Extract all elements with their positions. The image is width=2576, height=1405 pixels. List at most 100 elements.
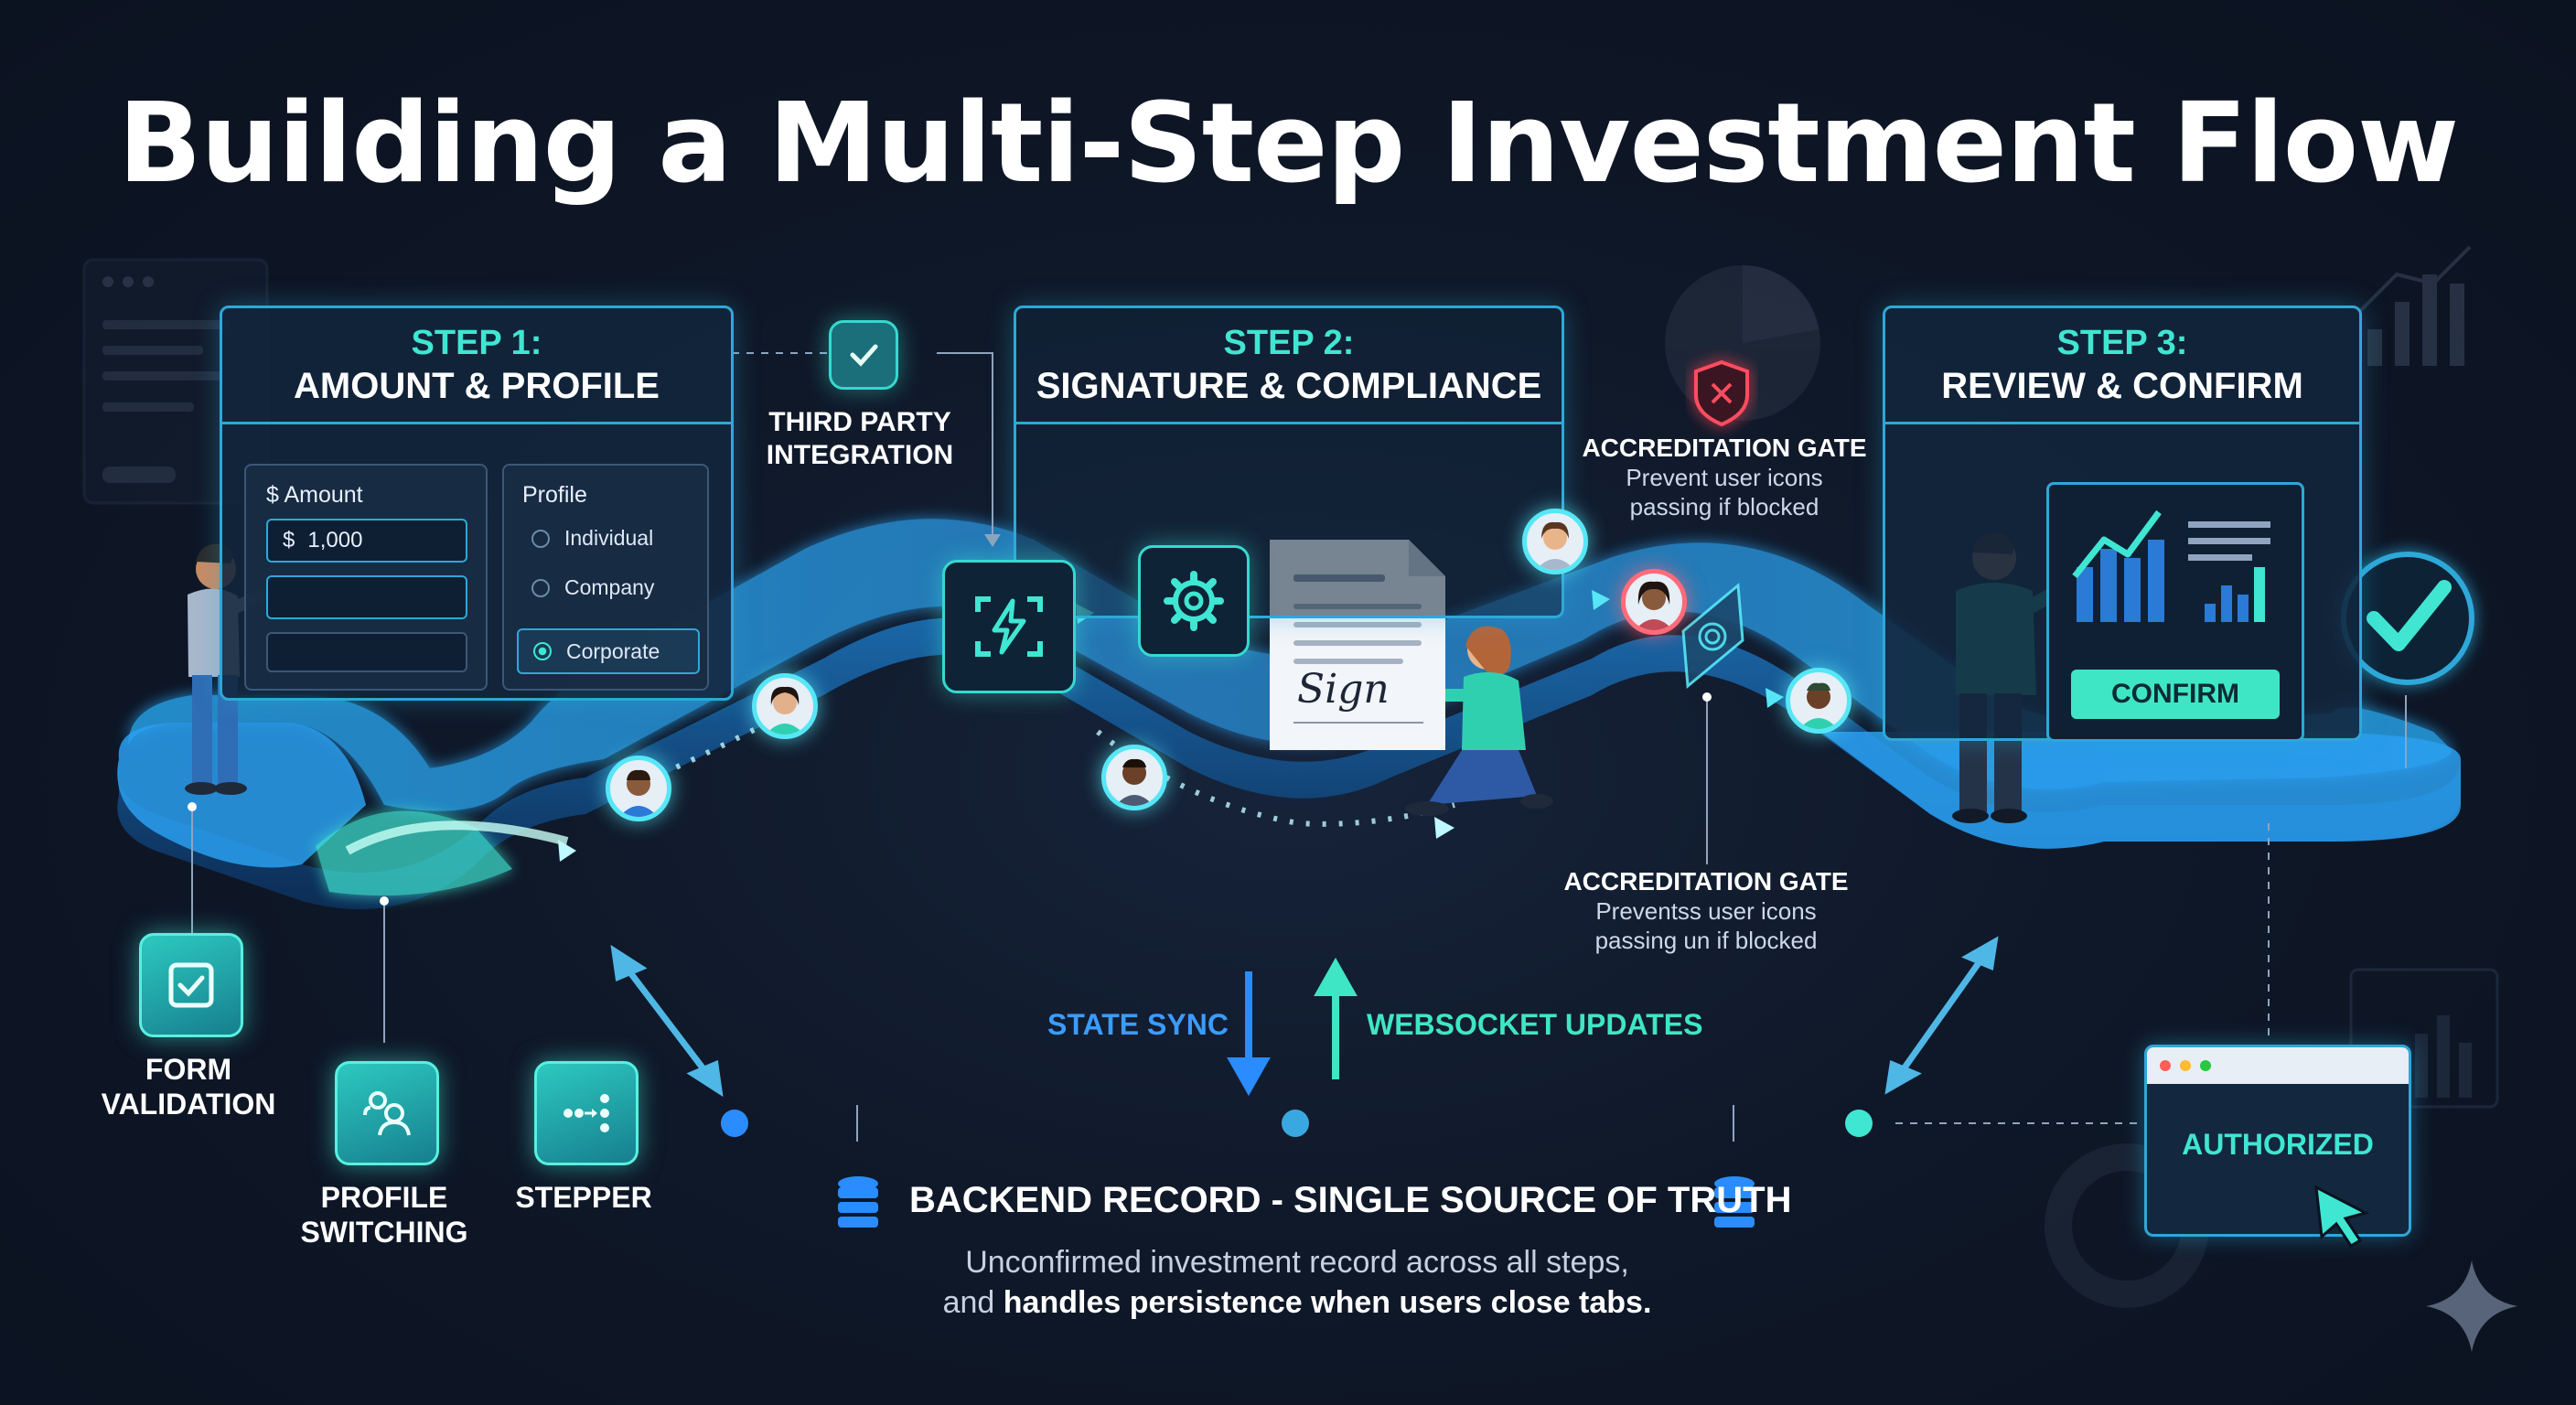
integration-tile[interactable] bbox=[942, 560, 1076, 693]
person-avatar-icon bbox=[1799, 682, 1838, 729]
backend-desc-line-2-pre: and bbox=[942, 1285, 1004, 1320]
profile-switching-label: PROFILE SWITCHING bbox=[284, 1180, 485, 1249]
third-party-label: THIRD PARTY INTEGRATION bbox=[750, 406, 970, 472]
gate-top-title: ACCREDITATION GATE bbox=[1582, 434, 1867, 462]
database-icon bbox=[838, 1176, 878, 1228]
end-platform bbox=[1820, 732, 2461, 849]
review-dashboard: CONFIRM bbox=[2046, 482, 2304, 742]
stepper-icon bbox=[564, 1094, 609, 1132]
user-avatar bbox=[1101, 745, 1167, 810]
secondary-input[interactable] bbox=[266, 575, 467, 619]
step-2-title: SIGNATURE & COMPLIANCE bbox=[1036, 366, 1542, 406]
connector-lines bbox=[191, 352, 2407, 1124]
feature-line-1: FORM bbox=[145, 1053, 232, 1086]
radio-icon bbox=[531, 529, 550, 548]
person-avatar-icon bbox=[1536, 521, 1574, 570]
gate-bottom-line-1: Preventss user icons bbox=[1595, 897, 1817, 925]
close-dot-icon bbox=[2160, 1060, 2171, 1071]
person-avatar-icon bbox=[619, 769, 658, 817]
step-3-panel: STEP 3: REVIEW & CONFIRM CONFIRM bbox=[1883, 306, 2362, 742]
third-party-line-1: THIRD PARTY bbox=[768, 407, 951, 437]
state-sync-arrow bbox=[1227, 971, 1271, 1097]
sparkle-icon bbox=[2426, 1260, 2517, 1352]
websocket-arrow bbox=[1314, 957, 1358, 1079]
authorized-window: AUTHORIZED bbox=[2144, 1045, 2411, 1237]
person-avatar-icon bbox=[1635, 581, 1673, 630]
amount-card-title: $ Amount bbox=[266, 482, 363, 508]
currency-symbol: $ bbox=[283, 528, 295, 552]
backend-description: Unconfirmed investment record across all… bbox=[739, 1242, 1855, 1323]
fingerprint-shield bbox=[1681, 583, 1744, 689]
checkmark-icon bbox=[850, 344, 878, 367]
profile-option-label: Company bbox=[564, 575, 655, 599]
tertiary-input[interactable] bbox=[266, 632, 467, 672]
path-side bbox=[117, 617, 2462, 909]
stepper-tile bbox=[534, 1061, 639, 1165]
gate-top-line-1: Prevent user icons bbox=[1626, 464, 1823, 491]
lightning-frame-icon bbox=[975, 596, 1043, 657]
third-party-check bbox=[829, 320, 898, 390]
backend-title: BACKEND RECORD - SINGLE SOURCE OF TRUTH bbox=[909, 1180, 1792, 1220]
settings-tile[interactable] bbox=[1138, 545, 1250, 657]
websocket-updates-label: WEBSOCKET UPDATES bbox=[1367, 1008, 1703, 1041]
backend-desc-line-1: Unconfirmed investment record across all… bbox=[965, 1245, 1629, 1280]
feature-line-2: SWITCHING bbox=[300, 1216, 468, 1249]
stepper-label: STEPPER bbox=[483, 1180, 684, 1215]
feature-line-2: VALIDATION bbox=[101, 1088, 276, 1121]
form-validation-label: FORM VALIDATION bbox=[88, 1052, 289, 1121]
profile-option-corporate[interactable]: Corporate bbox=[517, 628, 700, 674]
radio-icon bbox=[531, 578, 550, 597]
step-2-label: STEP 2: bbox=[1223, 324, 1355, 362]
person-avatar-icon bbox=[1115, 758, 1154, 806]
user-avatar bbox=[752, 673, 818, 739]
step-2-header: STEP 2: SIGNATURE & COMPLIANCE bbox=[1016, 308, 1562, 424]
gate-bottom-line-2: passing un if blocked bbox=[1594, 927, 1818, 954]
gear-icon bbox=[1164, 571, 1224, 631]
alert-shield-icon bbox=[1694, 359, 1749, 427]
user-avatar bbox=[1786, 668, 1852, 734]
profile-option-label: Corporate bbox=[566, 638, 660, 663]
profile-option-company[interactable]: Company bbox=[531, 575, 654, 600]
database-icon bbox=[1714, 1176, 1755, 1228]
profile-switch-icon bbox=[363, 1091, 411, 1136]
step-1-header: STEP 1: AMOUNT & PROFILE bbox=[222, 308, 731, 424]
maximize-dot-icon bbox=[2200, 1060, 2211, 1071]
profile-card-title: Profile bbox=[522, 482, 587, 508]
gate-top-line-2: passing if blocked bbox=[1629, 493, 1819, 520]
cursor-icon bbox=[2314, 1185, 2370, 1249]
step-1-label: STEP 1: bbox=[411, 324, 542, 362]
feature-line-1: PROFILE bbox=[320, 1181, 448, 1214]
window-titlebar bbox=[2147, 1047, 2409, 1084]
user-avatar bbox=[1522, 509, 1588, 574]
accreditation-gate-top: ACCREDITATION GATE Prevent user icons pa… bbox=[1555, 434, 1894, 521]
user-avatar bbox=[606, 756, 671, 821]
step-1-title: AMOUNT & PROFILE bbox=[294, 366, 660, 406]
background-bars-right bbox=[2045, 245, 2499, 1308]
segment-highlight bbox=[316, 810, 512, 896]
authorized-status: AUTHORIZED bbox=[2182, 1128, 2374, 1161]
step-3-header: STEP 3: REVIEW & CONFIRM bbox=[1885, 308, 2359, 424]
profile-option-label: Individual bbox=[564, 526, 654, 550]
profile-switching-tile bbox=[335, 1061, 439, 1165]
chart-icon bbox=[2072, 509, 2270, 622]
amount-input[interactable]: $ 1,000 bbox=[266, 519, 467, 563]
third-party-line-2: INTEGRATION bbox=[766, 440, 954, 470]
state-sync-label: STATE SYNC bbox=[1047, 1008, 1229, 1041]
signature-text: Sign bbox=[1297, 666, 1390, 713]
form-validation-tile bbox=[139, 933, 243, 1037]
backend-desc-line-2-bold: handles persistence when users close tab… bbox=[1003, 1285, 1652, 1320]
profile-option-individual[interactable]: Individual bbox=[531, 526, 653, 551]
confirm-button[interactable]: CONFIRM bbox=[2071, 670, 2280, 719]
step-1-panel: STEP 1: AMOUNT & PROFILE $ Amount $ 1,00… bbox=[220, 306, 734, 701]
success-check-icon bbox=[2341, 552, 2474, 685]
feature-line-1: STEPPER bbox=[515, 1181, 652, 1214]
person-figure-signing bbox=[1405, 626, 1553, 816]
amount-card: $ Amount $ 1,000 bbox=[244, 464, 488, 691]
start-platform bbox=[117, 723, 366, 868]
page-title: Building a Multi-Step Investment Flow bbox=[117, 80, 2459, 208]
amount-value: 1,000 bbox=[307, 528, 363, 552]
step-2-panel: STEP 2: SIGNATURE & COMPLIANCE bbox=[1014, 306, 1564, 618]
blocked-user-avatar bbox=[1621, 569, 1687, 635]
person-avatar-icon bbox=[766, 686, 804, 735]
double-arrows bbox=[610, 936, 1999, 1098]
